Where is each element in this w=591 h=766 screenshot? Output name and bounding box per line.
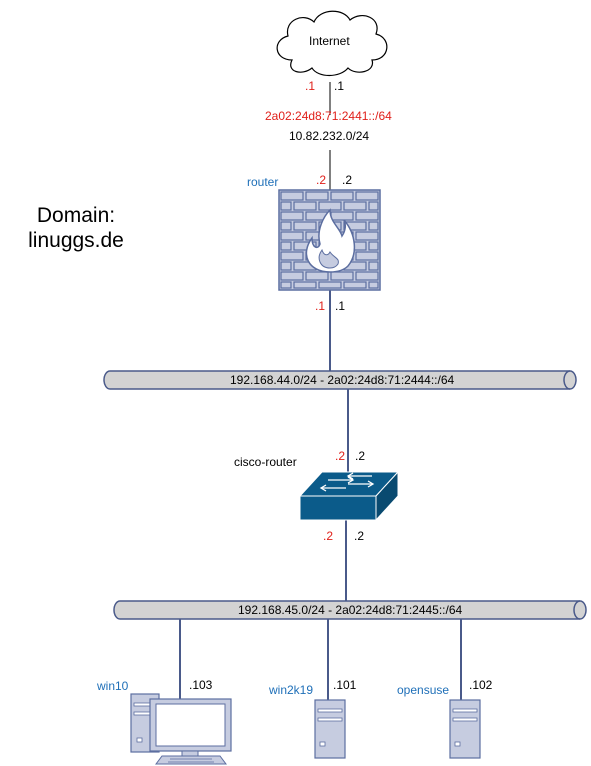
flame-icon bbox=[305, 208, 356, 273]
router-wan-ipv4: .2 bbox=[342, 173, 353, 187]
workstation-icon bbox=[130, 693, 232, 765]
internet-ipv4-suffix: .1 bbox=[334, 79, 345, 93]
router-wan-ipv6: .2 bbox=[316, 173, 327, 187]
bus-44-label: 192.168.44.0/24 - 2a02:24d8:71:2444::/64 bbox=[230, 373, 455, 387]
cisco-up-ipv6: .2 bbox=[335, 449, 346, 463]
internet-label: Internet bbox=[309, 34, 350, 48]
firewall-icon bbox=[278, 189, 381, 291]
server-icon bbox=[449, 699, 481, 759]
bus-45-label: 192.168.45.0/24 - 2a02:24d8:71:2445::/64 bbox=[238, 603, 463, 617]
cisco-up-ipv4: .2 bbox=[355, 449, 366, 463]
network-bus-44 bbox=[103, 370, 577, 390]
cisco-down-ipv6: .2 bbox=[323, 529, 334, 543]
cisco-router-name: cisco-router bbox=[234, 455, 297, 469]
domain-heading: Domain: bbox=[36, 204, 116, 227]
host-win2k19-ip: .101 bbox=[333, 678, 357, 692]
cisco-down-ipv4: .2 bbox=[354, 529, 365, 543]
cloud-icon bbox=[276, 10, 388, 77]
router-lan-ipv6: .1 bbox=[315, 299, 326, 313]
router-lan-ipv4: .1 bbox=[335, 299, 346, 313]
host-opensuse-name: opensuse bbox=[397, 683, 450, 697]
server-icon bbox=[314, 699, 346, 759]
domain-name: linuggs.de bbox=[28, 229, 124, 252]
host-win2k19-name: win2k19 bbox=[269, 683, 314, 697]
internet-ipv6-suffix: .1 bbox=[305, 79, 316, 93]
host-win10-ip: .103 bbox=[189, 678, 213, 692]
host-win10-name: win10 bbox=[97, 679, 129, 693]
router-name: router bbox=[247, 175, 279, 189]
wan-ipv6-network: 2a02:24d8:71:2441::/64 bbox=[265, 109, 392, 123]
host-opensuse-ip: .102 bbox=[469, 678, 493, 692]
network-bus-45 bbox=[113, 600, 587, 620]
switch-icon bbox=[298, 470, 400, 522]
wan-ipv4-network: 10.82.232.0/24 bbox=[289, 129, 370, 143]
